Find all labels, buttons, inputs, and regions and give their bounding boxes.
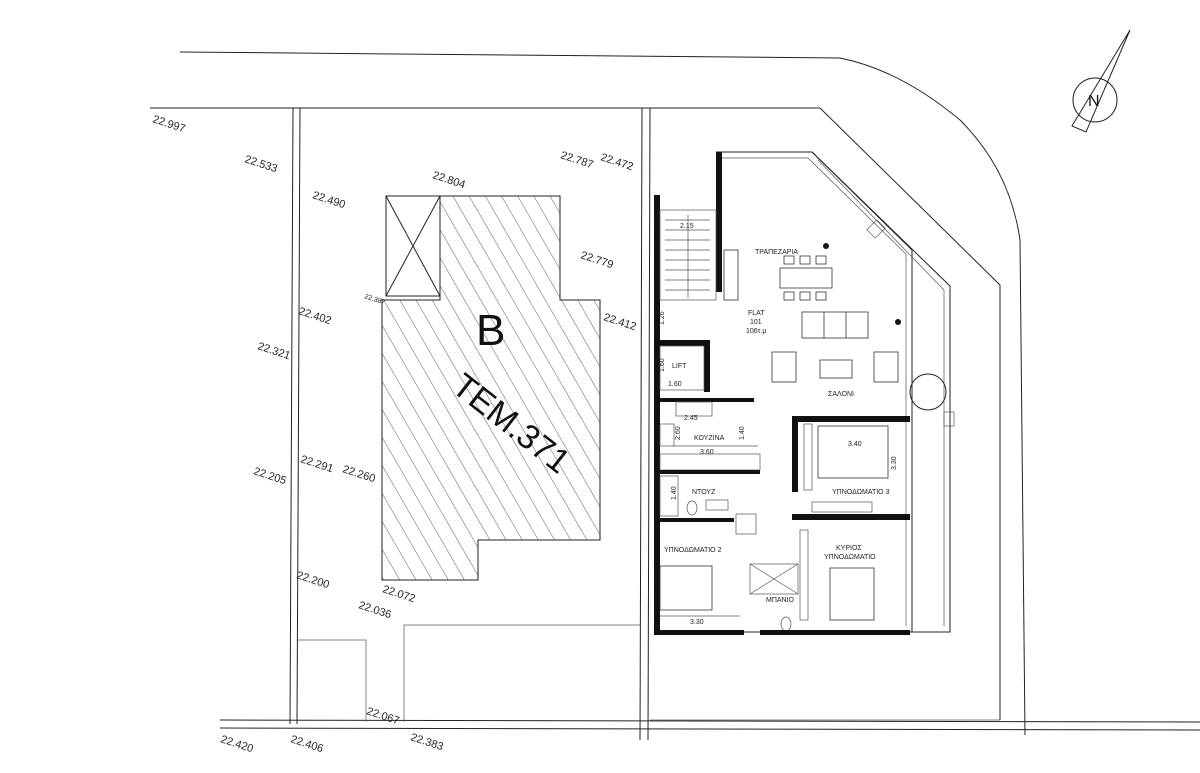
spot-level: 22.321 <box>256 340 292 362</box>
spot-level: 22.387 <box>363 293 386 306</box>
room-living: ΣΑΛΟΝΙ <box>828 391 854 398</box>
stair <box>665 215 710 298</box>
room-bedroom3: ΥΠΝΟΔΩΜΑΤΙΟ 3 <box>832 489 890 496</box>
north-arrow-icon: N <box>1071 29 1131 133</box>
floor-plan: 2.15 1.26 LIFT 1.60 1.60 FLAT 101 106τ.μ… <box>654 151 955 635</box>
spot-level: 22.420 <box>219 733 255 755</box>
spot-level: 22.406 <box>289 733 325 755</box>
spot-level: 22.412 <box>602 311 638 333</box>
room-master-1: ΚΥΡΙΟΣ <box>836 545 862 552</box>
room-bedroom2: ΥΠΝΟΔΩΜΑΤΙΟ 2 <box>664 547 722 554</box>
north-label: N <box>1088 93 1100 110</box>
spot-level: 22.997 <box>151 113 187 135</box>
dim-stair-side: 1.26 <box>659 311 666 325</box>
living-furniture <box>771 311 899 383</box>
spot-level: 22.067 <box>365 705 401 727</box>
spot-level: 22.402 <box>297 305 333 327</box>
spot-level: 22.200 <box>295 569 331 591</box>
spot-level: 22.779 <box>579 249 615 271</box>
dim-kitchen-len: 3.60 <box>700 449 714 456</box>
room-bathroom: ΜΠΑΝΙΟ <box>766 597 795 604</box>
flat-label-1: FLAT <box>748 310 765 317</box>
room-lift: LIFT <box>672 363 687 370</box>
spot-level: 22.490 <box>311 189 347 211</box>
building-b-footprint: B TEM.371 <box>381 195 601 581</box>
dim-stair-width: 2.15 <box>680 223 694 230</box>
dim-kitchen-top: 2.45 <box>684 415 698 422</box>
room-dining: ΤΡΑΠΕΖΑΡΙΑ <box>755 249 798 256</box>
spot-level: 22.260 <box>341 463 377 485</box>
dim-bed2-w: 3.30 <box>690 619 704 626</box>
spot-level: 22.533 <box>243 153 279 175</box>
spot-level: 22.383 <box>409 731 445 753</box>
spot-level: 22.472 <box>599 151 635 173</box>
spot-level: 22.804 <box>431 169 467 191</box>
dining-table <box>779 255 833 301</box>
dim-shower-side: 1.40 <box>671 486 678 500</box>
flat-label-3: 106τ.μ <box>746 328 766 335</box>
dim-bed3-h: 3.30 <box>891 456 898 470</box>
spot-level: 22.205 <box>252 465 288 487</box>
flat-label-2: 101 <box>750 319 762 326</box>
spot-level: 22.291 <box>299 453 335 475</box>
spot-level: 22.072 <box>381 583 417 605</box>
site-boundaries <box>150 51 1200 741</box>
room-shower: ΝΤΟΥΖ <box>692 489 716 496</box>
dim-lift-h: 1.60 <box>659 358 666 372</box>
spot-level: 22.036 <box>357 599 393 621</box>
room-kitchen: ΚΟΥΖΙΝΑ <box>694 435 725 442</box>
building-b-letter: B <box>476 306 505 355</box>
dim-lift-w: 1.60 <box>668 381 682 388</box>
spot-level: 22.787 <box>559 149 595 171</box>
dim-bed3-w: 3.40 <box>848 441 862 448</box>
dim-kitchen-side2: 1.40 <box>739 426 746 440</box>
room-master-2: ΥΠΝΟΔΩΜΑΤΙΟ <box>824 554 876 561</box>
dim-kitchen-side: 2.60 <box>675 426 682 440</box>
